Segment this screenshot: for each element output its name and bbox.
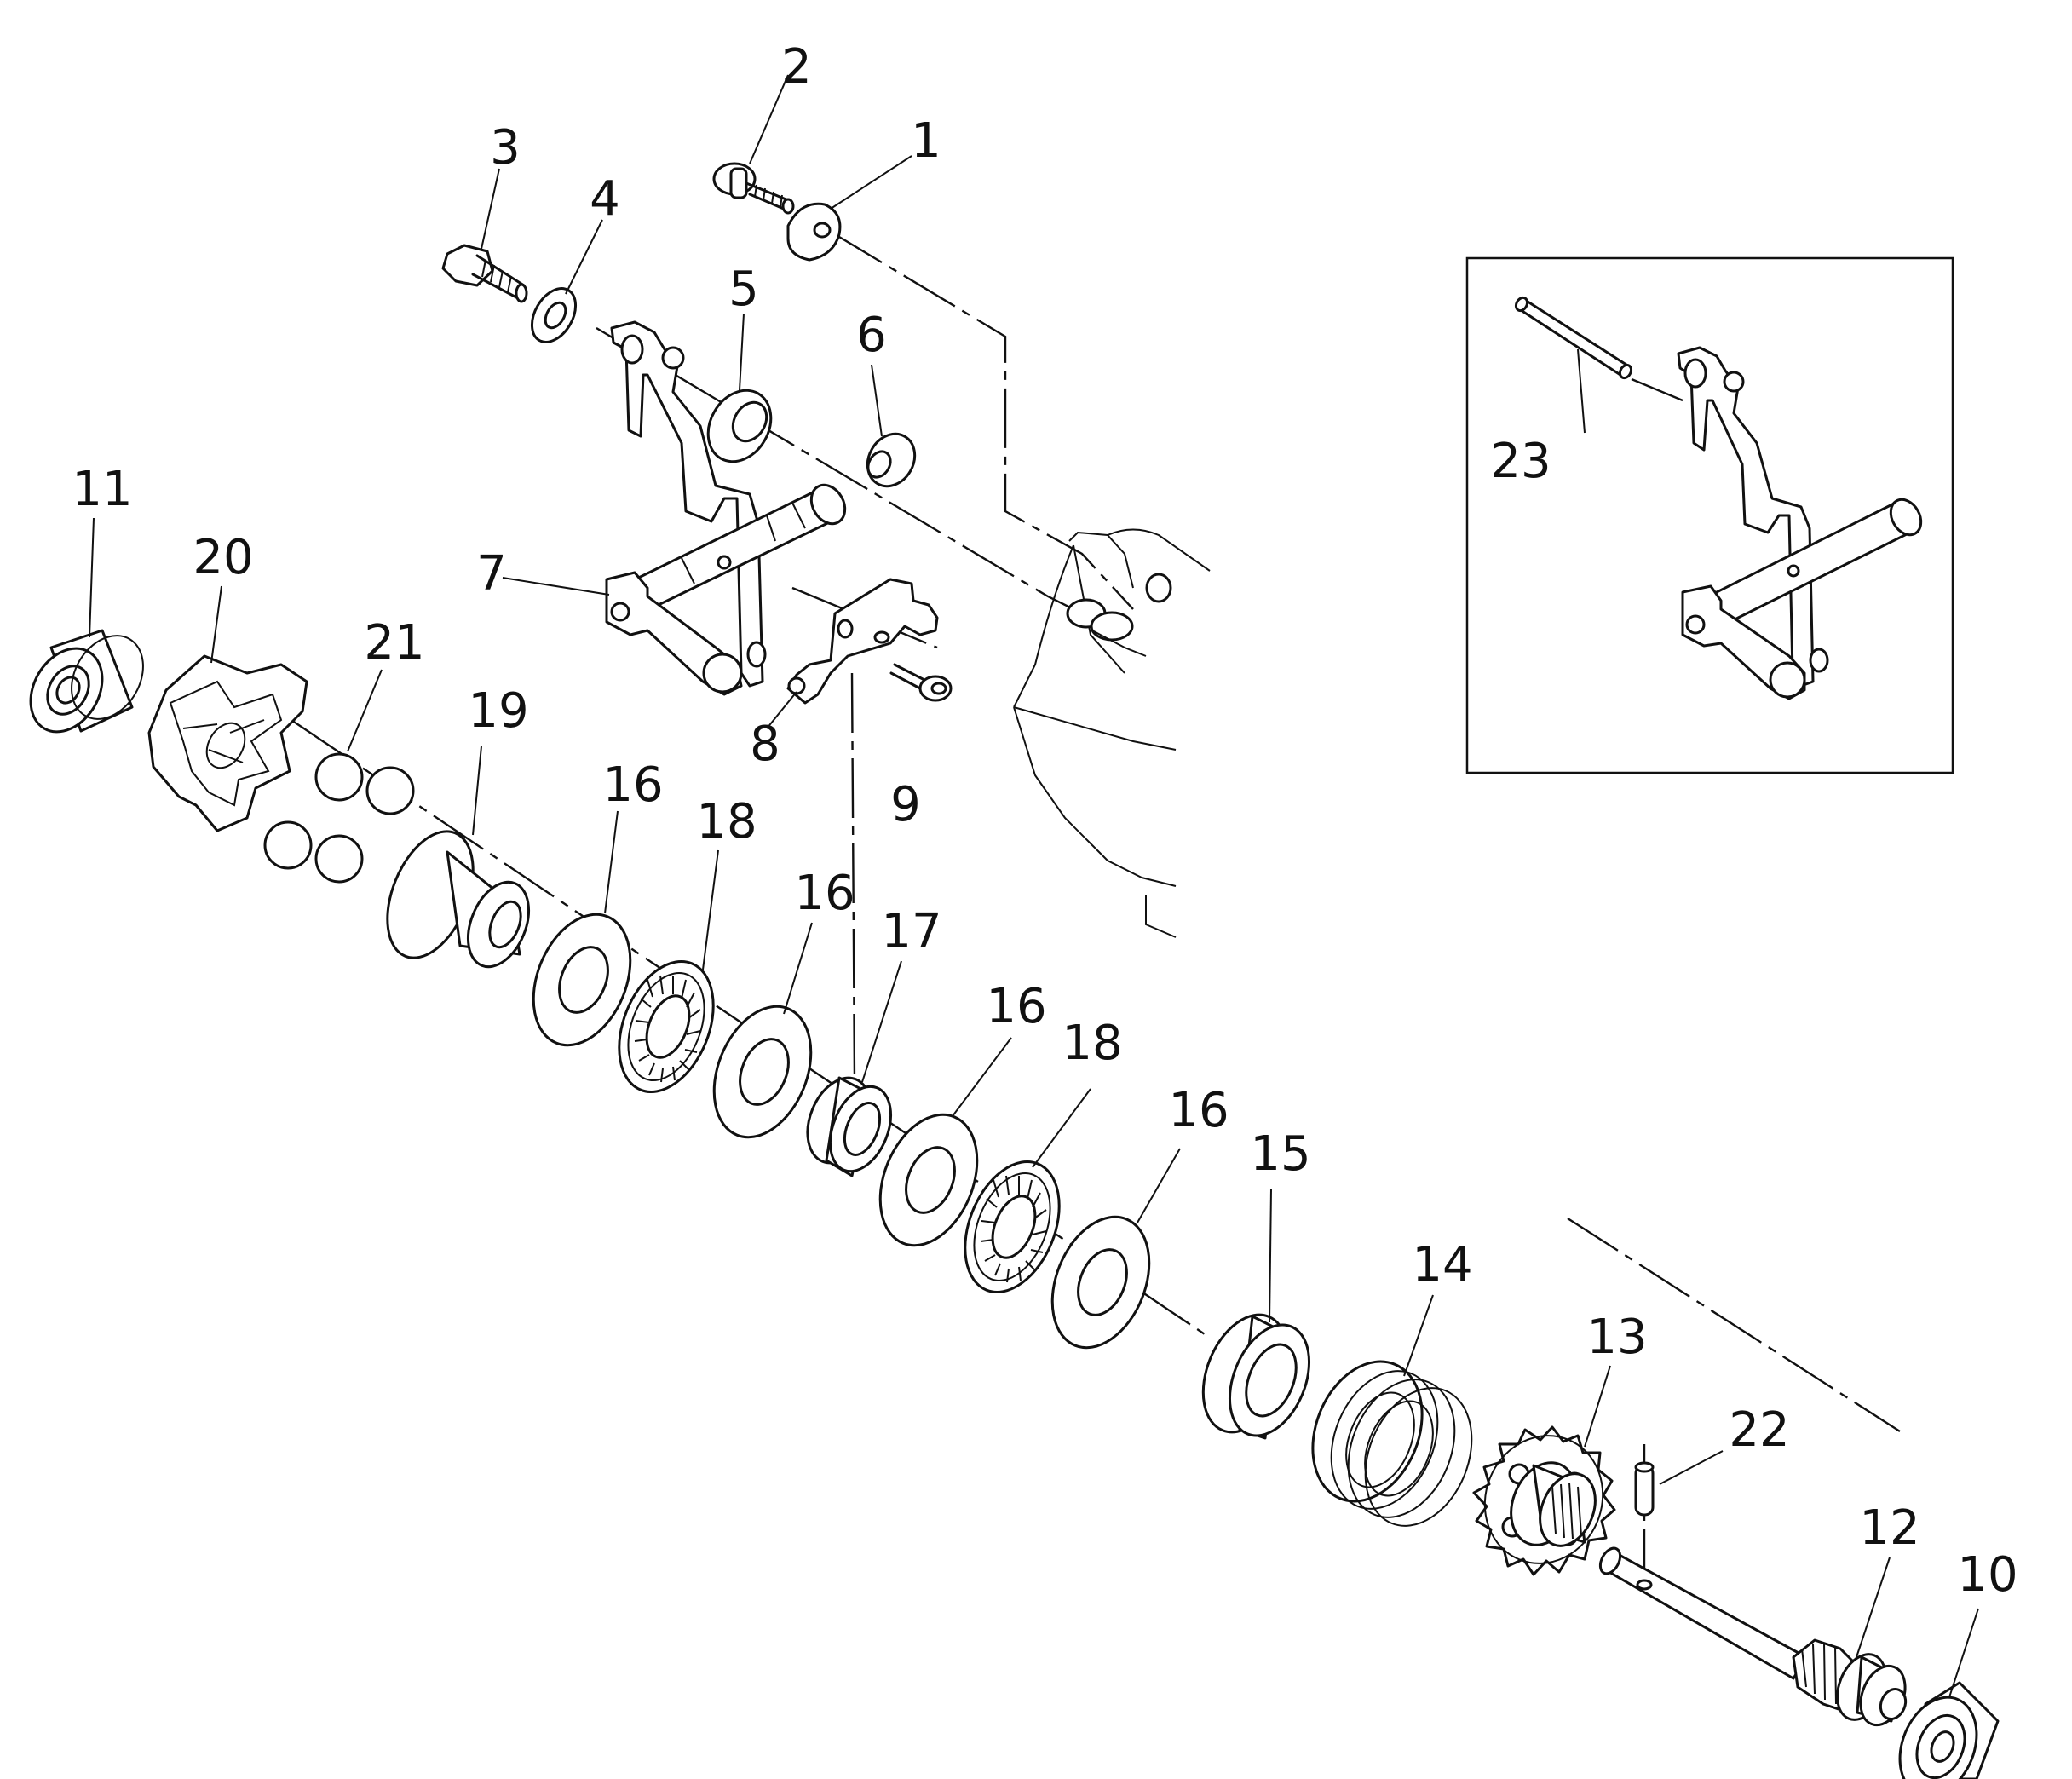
callout-6: 6 (856, 308, 887, 363)
part-17-collar-ring (806, 1076, 892, 1177)
part-16-thrust-washer-1 (532, 913, 632, 1047)
leader-lines (89, 74, 1979, 1698)
callout-21: 21 (364, 615, 424, 671)
callout-9: 9 (890, 777, 921, 832)
part-6-seal (866, 432, 917, 488)
part-16-thrust-washer-2 (712, 1005, 813, 1139)
callout-17: 17 (881, 904, 941, 959)
callout-23: 23 (1490, 434, 1551, 489)
part-15-spring-guide (1201, 1313, 1311, 1440)
part-1-lock-plate (786, 202, 842, 262)
callout-3: 3 (490, 120, 521, 176)
part-5-oil-seal (706, 389, 773, 463)
part-10-bearing (1898, 1681, 2000, 1779)
engine-case-outline (1013, 528, 1211, 938)
callout-22: 22 (1729, 1402, 1789, 1458)
callout-labels: 1 2 3 4 5 6 7 8 9 10 11 12 13 14 15 16 1… (72, 39, 2017, 1603)
callout-13: 13 (1586, 1310, 1647, 1365)
callout-12: 12 (1859, 1500, 1919, 1556)
callout-1: 1 (911, 113, 941, 169)
part-3-flange-bolt (441, 244, 528, 303)
part-9-screw (889, 663, 953, 702)
part-7-shift-lever-assembly (605, 320, 847, 696)
callout-10: 10 (1957, 1547, 2017, 1603)
part-22-dowel-pin (1634, 1461, 1655, 1517)
part-8-stopper-plate (786, 578, 939, 705)
callout-16c: 16 (986, 979, 1046, 1034)
callout-18b: 18 (1062, 1016, 1122, 1071)
part-12-kick-shaft (1598, 1546, 1908, 1727)
callout-5: 5 (728, 262, 759, 317)
callout-2: 2 (781, 39, 812, 95)
part-18-needle-bearing-2 (964, 1160, 1061, 1294)
part-23-pin-rod (1514, 296, 1633, 380)
callout-8: 8 (750, 717, 780, 772)
part-2-bolt (712, 162, 795, 215)
callout-16a: 16 (602, 757, 663, 813)
part-14-coil-spring (1311, 1360, 1473, 1527)
callout-14: 14 (1412, 1237, 1472, 1293)
callout-11: 11 (72, 462, 132, 517)
part-16-thrust-washer-4 (1050, 1215, 1151, 1350)
callout-16b: 16 (794, 866, 855, 921)
part-21-balls (263, 752, 415, 884)
inset-detail-box (1465, 256, 1954, 774)
callout-20: 20 (193, 530, 253, 585)
part-13-kick-gear (1472, 1425, 1616, 1576)
part-18-needle-bearing-1 (618, 959, 715, 1094)
part-16-thrust-washer-3 (878, 1113, 979, 1247)
callout-16d: 16 (1168, 1083, 1229, 1138)
part-19-collar (386, 830, 530, 969)
part-4-washer (530, 287, 578, 343)
callout-4: 4 (590, 171, 620, 227)
callout-19: 19 (468, 683, 528, 739)
part-11-bearing (29, 629, 144, 734)
part-20-ratchet (147, 654, 308, 832)
callout-7: 7 (476, 546, 507, 602)
callout-15: 15 (1250, 1126, 1310, 1182)
callout-18a: 18 (696, 794, 757, 849)
